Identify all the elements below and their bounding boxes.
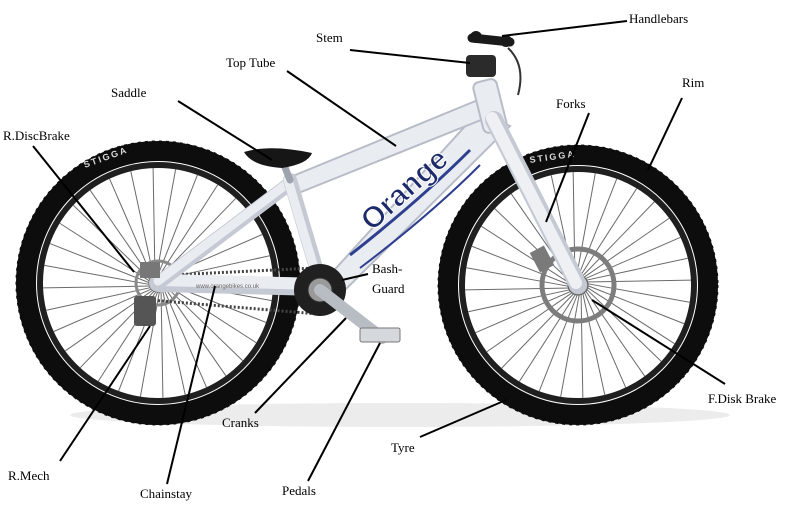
rear-derailleur [134,296,156,326]
front-wheel: STIGGA [437,144,719,426]
front-spoke [583,290,627,388]
front-spoke [580,292,584,398]
front-spoke [468,288,572,313]
rear-brake-caliper [140,262,160,278]
leader-stem [349,49,471,64]
rear-spoke [161,289,186,395]
front-rim [459,166,697,404]
front-spoke [465,287,571,291]
label-rim: Rim [682,75,704,90]
rear-spoke [139,290,161,397]
rear-spoke [130,171,155,277]
front-spoke [585,284,685,325]
brake-cable [507,47,522,96]
rear-spoke [163,288,207,388]
pedal [359,327,401,343]
leader-saddle [177,100,273,161]
rear-spoke [44,264,151,286]
label-stem: Stem [316,30,343,45]
front-spoke [538,292,579,392]
frame-graphic-swoosh [349,148,472,257]
front-spoke [518,292,577,382]
label-bash-guard-line2: Guard [372,281,405,296]
front-spoke [579,188,638,278]
front-spoke [501,292,576,369]
rear-spoke [43,285,151,289]
label-saddle: Saddle [111,85,147,100]
label-pedals: Pedals [282,483,316,498]
rear-spoke [165,285,244,362]
front-spoke [584,289,646,377]
rear-spoke [53,288,153,332]
chainstay-url: www.orangebikes.co.uk [195,284,260,290]
front-disc-rotor [539,246,617,324]
drivetrain: www.orangebikes.co.uk [134,262,401,344]
front-spoke [577,178,618,278]
rear-spoke [159,184,219,276]
rear-spoke [157,174,198,276]
rear-spoke [152,168,156,276]
front-spoke [560,292,581,397]
leader-cranks [254,317,347,414]
leader-chainstay [166,285,216,485]
leader-forks [545,112,590,223]
leader-top-tube [286,70,397,147]
rear-spoke [72,204,151,281]
leader-r-disc-brake [32,145,135,273]
rear-spoke [46,286,152,311]
leader-lines [32,20,726,485]
label-cranks: Cranks [222,415,259,430]
chain [149,266,319,316]
front-spoke [580,201,655,278]
label-chainstay: Chainstay [140,486,192,501]
label-r-mech: R.Mech [8,468,50,483]
front-spoke [466,267,571,288]
saddle-body [244,148,312,168]
fork [485,111,587,294]
stem-body [466,55,496,77]
front-spoke [494,208,571,283]
front-spoke [581,291,606,395]
part-labels: Handlebars Stem Top Tube Saddle Rim Fork… [3,11,777,501]
front-tyre [438,145,718,425]
front-spoke [585,282,690,303]
leader-handlebars [501,20,628,37]
leader-bash-guard [341,273,369,281]
leader-r-mech [59,325,151,462]
front-spoke [583,236,681,280]
front-spoke [486,291,574,353]
label-r-disc-brake: R.DiscBrake [3,128,70,143]
front-spoke [585,287,662,362]
label-top-tube: Top Tube [226,55,276,70]
front-spoke [585,286,675,345]
leader-tyre [419,399,507,438]
front-brake-caliper [529,245,555,273]
front-spoke [584,257,688,282]
label-bash-guard-line1: Bash- [372,261,402,276]
front-tyre-knobs [437,144,719,426]
front-spoke [575,173,596,278]
front-spoke [585,279,691,283]
front-spoke [475,290,573,334]
front-spoke [471,245,571,286]
rear-spoke [59,222,151,282]
label-forks: Forks [556,96,586,111]
front-spoke [582,217,670,279]
leader-pedals [307,342,381,482]
leader-rim [647,97,683,171]
front-spoke [481,225,571,284]
label-tyre: Tyre [391,440,415,455]
rear-spoke [49,243,151,284]
rear-spoke [165,284,257,344]
rear-spoke [160,290,164,398]
cockpit [466,31,522,96]
rear-spoke [109,178,153,278]
leader-f-disk-brake [591,299,726,385]
label-handlebars: Handlebars [629,11,688,26]
label-f-disk-brake: F.Disk Brake [708,391,777,406]
rear-spoke [155,169,177,276]
